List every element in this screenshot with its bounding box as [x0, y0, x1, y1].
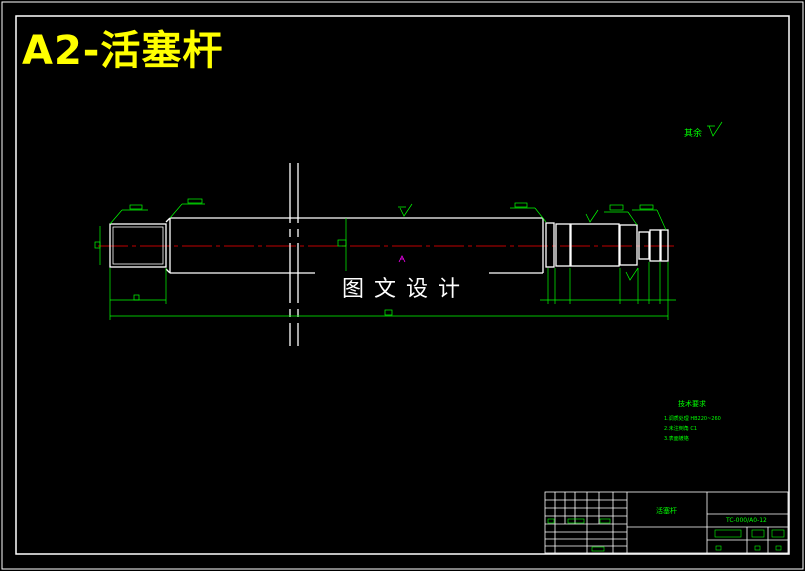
right-end [660, 229, 669, 262]
tech-requirement-line: 1.调质处理 HB220~260 [664, 416, 721, 422]
gdt-frame-1 [129, 204, 143, 210]
right-journal [570, 223, 620, 267]
break-lines [289, 163, 299, 346]
dimension-lines [94, 121, 723, 320]
roughness-symbol-general [707, 121, 723, 137]
title-block-frame [544, 491, 789, 554]
left-thread-inner [112, 226, 164, 265]
section-marker [398, 255, 406, 263]
drawing-code: TC-000/A0-12 [726, 517, 767, 524]
gdt-frame-5 [639, 204, 654, 210]
shaft-outline [109, 217, 669, 274]
tb-label-7 [771, 529, 785, 538]
leader-1 [109, 209, 123, 225]
dim-value-diameter [94, 241, 101, 249]
roughness-symbol-2 [585, 209, 599, 223]
leader-3 [534, 207, 547, 223]
left-chamfer-top [165, 217, 171, 223]
inner-frame [15, 15, 790, 555]
tech-requirements-heading: 技术要求 [678, 400, 706, 408]
surface-note: 其余 [684, 129, 703, 139]
leader-5 [656, 209, 667, 231]
gdt-frame-2 [187, 198, 203, 204]
roughness-symbol-3 [625, 267, 639, 281]
tb-label-8 [715, 545, 722, 551]
gdt-frame-3 [514, 202, 528, 208]
leader-2 [169, 203, 183, 219]
watermark-text: 图文设计 [338, 271, 475, 303]
tb-label-2 [567, 518, 585, 524]
part-name: 活塞杆 [656, 507, 677, 515]
dim-value-main-diameter [337, 239, 347, 247]
groove-2 [555, 223, 571, 267]
drawing-title: A2-活塞杆 [22, 28, 224, 74]
left-end-section [109, 223, 167, 268]
gdt-frame-4 [609, 204, 624, 211]
groove-1 [545, 222, 555, 268]
tech-requirement-line: 3.表面镀铬 [664, 436, 689, 442]
roughness-symbol-1 [398, 203, 413, 217]
tb-label-10 [775, 545, 782, 551]
tech-requirement-line: 2.未注倒角 C1 [664, 426, 698, 432]
left-chamfer-bottom [165, 268, 171, 274]
tb-label-5 [714, 529, 742, 538]
tb-label-9 [754, 545, 761, 551]
right-shoulder [619, 224, 638, 266]
title-block-labels [547, 518, 785, 552]
right-step-1 [638, 231, 650, 260]
tb-label-4 [591, 546, 605, 552]
right-step-2 [649, 229, 661, 262]
dim-value-overall [384, 309, 393, 316]
tb-label-6 [751, 529, 765, 538]
title-block [544, 491, 789, 554]
tb-label-1 [547, 518, 555, 524]
leader-4 [627, 211, 638, 226]
dim-value-left [133, 294, 140, 301]
tb-label-3 [599, 518, 611, 524]
